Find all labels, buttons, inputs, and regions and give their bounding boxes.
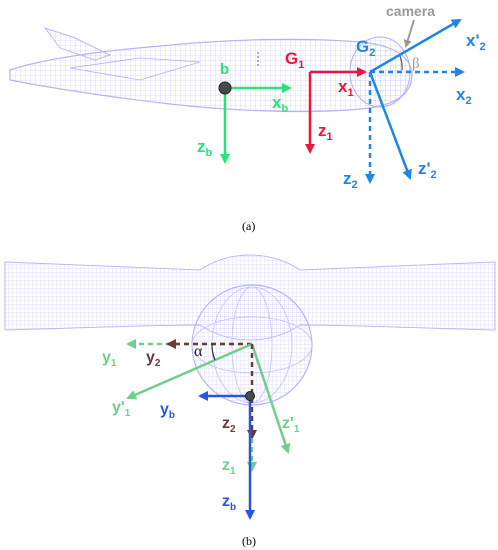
xb-sub: b	[281, 103, 288, 115]
caption-b: (b)	[242, 534, 256, 548]
aircraft-front-mesh	[4, 254, 496, 406]
svg-text:y'1: y'1	[112, 399, 131, 419]
camera-pointer-arrow	[403, 19, 415, 48]
y2-sub: 2	[155, 358, 161, 369]
x1-sub: 1	[347, 87, 353, 99]
body-origin-point-b	[245, 391, 255, 401]
y1p-axis-arrow	[126, 342, 253, 400]
z2p-sub: 2	[431, 169, 437, 181]
x2p-sub: 2	[480, 41, 486, 53]
zb-b-sub: b	[230, 502, 236, 513]
x2-label: x	[456, 85, 466, 104]
caption-a: (a)	[242, 219, 255, 233]
x1-label: x	[338, 77, 348, 96]
y1p-label: y'	[112, 399, 125, 416]
svg-text:z2: z2	[222, 415, 236, 435]
yb-label: y	[160, 401, 169, 418]
z2-sub: 2	[352, 179, 358, 191]
x2p-axis-arrow	[369, 18, 462, 74]
z1p-label: z'	[282, 415, 294, 432]
frames-b: α y1 y2 y'1 yb z2 z'1 z1 zb	[102, 339, 300, 520]
panel-b: α y1 y2 y'1 yb z2 z'1 z1 zb (b)	[4, 254, 496, 548]
svg-text:G2: G2	[356, 37, 375, 59]
y1-sub: 1	[111, 358, 117, 369]
z2-b-label: z	[222, 415, 230, 432]
svg-text:x2: x2	[456, 85, 472, 107]
y1-label: y	[102, 349, 111, 366]
svg-text:z2: z2	[343, 169, 358, 191]
body-origin-point	[218, 81, 232, 95]
zb-b-label: z	[222, 493, 230, 510]
x2-sub: 2	[465, 95, 471, 107]
svg-text:zb: zb	[222, 493, 236, 513]
g1-sub: 1	[298, 59, 304, 71]
y2-label: y	[146, 349, 155, 366]
svg-text:x'2: x'2	[466, 31, 486, 53]
svg-text:z1: z1	[222, 457, 236, 477]
z1-b-sub: 1	[230, 466, 236, 477]
svg-text:yb: yb	[160, 401, 175, 421]
svg-text:z'1: z'1	[282, 415, 300, 435]
xb-label: x	[272, 93, 282, 112]
alpha-arc	[211, 343, 216, 361]
b-label: b	[220, 61, 229, 78]
camera-annotation: camera β	[386, 3, 435, 72]
z2-b-sub: 2	[230, 424, 236, 435]
z1-b-label: z	[222, 457, 230, 474]
g1-frame: G1 x1 z1	[285, 49, 367, 154]
zb-label: z	[197, 137, 206, 156]
x2p-label: x'	[466, 31, 480, 50]
beta-arc	[399, 55, 403, 71]
z1p-sub: 1	[294, 424, 300, 435]
svg-text:x1: x1	[338, 77, 354, 99]
panel-a: b xb zb G1 x1 z1 G2 x2 z2 x'2 z'2 cam	[9, 3, 486, 233]
g1-label: G	[285, 49, 298, 68]
svg-text:y2: y2	[146, 349, 161, 369]
camera-label: camera	[386, 3, 435, 19]
svg-text:zb: zb	[197, 137, 213, 159]
alpha-label: α	[194, 343, 203, 360]
zb-sub: b	[206, 147, 213, 159]
beta-label: β	[412, 56, 420, 72]
z2p-axis-arrow	[368, 71, 412, 180]
svg-text:G1: G1	[285, 49, 304, 71]
svg-text:xb: xb	[272, 93, 288, 115]
g2-sub: 2	[369, 47, 375, 59]
z2p-label: z'	[418, 159, 431, 178]
svg-text:z1: z1	[318, 121, 333, 143]
yb-sub: b	[169, 410, 175, 421]
svg-text:y1: y1	[102, 349, 117, 369]
z1p-axis-arrow	[250, 343, 291, 454]
y1p-sub: 1	[125, 408, 131, 419]
g2-label: G	[356, 37, 369, 56]
g2-frame: G2 x2 z2 x'2 z'2	[343, 18, 486, 191]
body-frame: b xb zb	[197, 61, 292, 164]
z1-label: z	[318, 121, 327, 140]
z2-label: z	[343, 169, 352, 188]
aircraft-side-mesh	[9, 27, 413, 113]
z1-sub: 1	[327, 131, 333, 143]
svg-text:z'2: z'2	[418, 159, 437, 181]
